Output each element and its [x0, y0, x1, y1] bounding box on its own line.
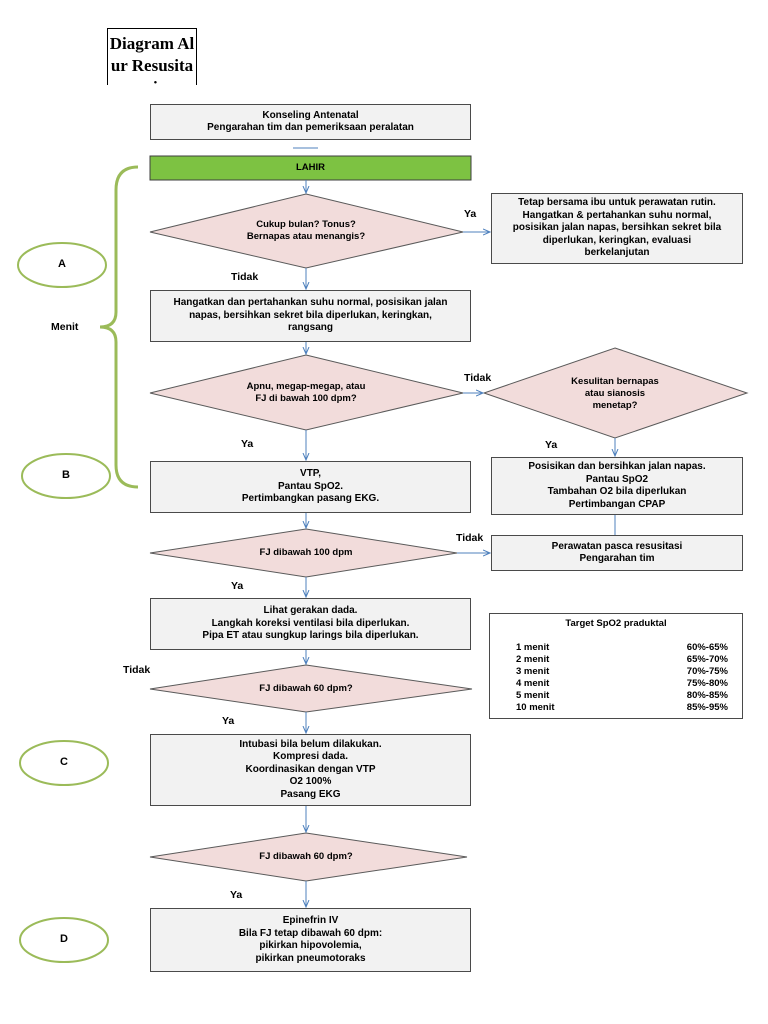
d1-text: Cukup bulan? Tonus?Bernapas atau menangi…: [246, 219, 366, 242]
label-ya-vtp: Ya: [241, 438, 254, 450]
label-ya-posisikan: Ya: [545, 439, 558, 451]
d6-text: FJ dibawah 60 dpm?: [259, 851, 353, 862]
box-vtp: VTP,Pantau SpO2.Pertimbangkan pasang EKG…: [150, 461, 471, 513]
lahir-box: [149, 155, 472, 181]
circle-a: [17, 242, 107, 288]
label-tidak-pasca: Tidak: [456, 532, 484, 544]
box-hangatkan: Hangatkan dan pertahankan suhu normal, p…: [150, 290, 471, 342]
menit-label: Menit: [51, 321, 79, 333]
label-ya-rutin: Ya: [464, 208, 477, 220]
circle-b: [21, 453, 111, 499]
menit-bracket: [99, 165, 139, 489]
d4-text: FJ dibawah 100 dpm: [259, 547, 353, 558]
circle-label-c: C: [60, 756, 68, 768]
label-ya-intubasi: Ya: [222, 715, 235, 727]
box-lihat-gerakan: Lihat gerakan dada.Langkah koreksi venti…: [150, 598, 471, 650]
circle-label-d: D: [60, 933, 68, 945]
diagram-title: Diagram Alur Resusitasi: [107, 28, 197, 85]
label-ya-epinefrin: Ya: [230, 889, 243, 901]
box-intubasi: Intubasi bila belum dilakukan.Kompresi d…: [150, 734, 471, 806]
box-posisikan: Posisikan dan bersihkan jalan napas.Pant…: [491, 457, 743, 515]
box-perawatan-rutin: Tetap bersama ibu untuk perawatan rutin.…: [491, 193, 743, 264]
circle-label-a: A: [58, 258, 66, 270]
label-tidak-d3: Tidak: [464, 372, 492, 384]
circle-c: [19, 740, 109, 786]
label-tidak-1: Tidak: [231, 271, 259, 283]
label-ya-lihat: Ya: [231, 580, 244, 592]
circle-d: [19, 917, 109, 963]
label-tidak-d5: Tidak: [123, 664, 151, 676]
d5-text: FJ dibawah 60 dpm?: [259, 683, 353, 694]
lahir-label: LAHIR: [295, 162, 326, 173]
target-spo2-title: Target SpO2 praduktal: [565, 618, 667, 629]
circle-label-b: B: [62, 469, 70, 481]
